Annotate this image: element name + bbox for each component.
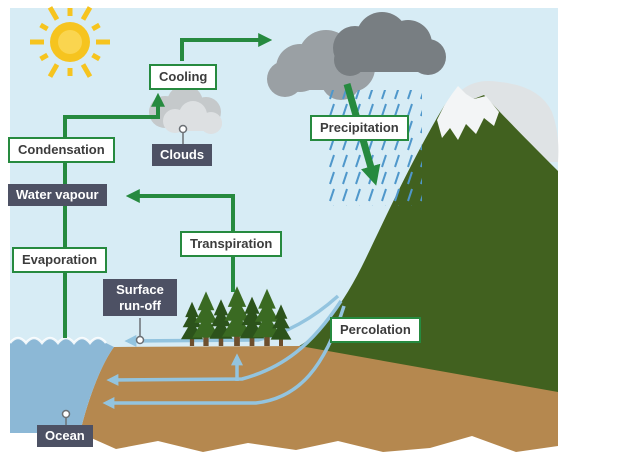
transpiration-arrow xyxy=(125,189,235,292)
groundwater-flow-arrow xyxy=(106,300,343,386)
label-transpiration: Transpiration xyxy=(180,231,283,257)
label-surface-run-off: Surface run-off xyxy=(103,279,177,317)
label-precipitation: Precipitation xyxy=(310,115,409,141)
label-condensation: Condensation xyxy=(8,137,115,163)
label-ocean: Ocean xyxy=(37,425,93,447)
label-clouds: Clouds xyxy=(152,144,213,166)
label-evaporation: Evaporation xyxy=(12,247,108,273)
snow-cap xyxy=(437,86,499,140)
sun-icon xyxy=(30,6,110,78)
mountain xyxy=(296,88,558,392)
cooling-to-cloud-arrow xyxy=(180,33,273,61)
light-clouds-icon xyxy=(149,85,222,134)
evaporation-arrow xyxy=(63,92,165,338)
label-cooling: Cooling xyxy=(149,64,218,90)
label-percolation: Percolation xyxy=(330,317,421,343)
ground xyxy=(80,346,558,452)
rain xyxy=(326,90,422,206)
label-pointers xyxy=(61,124,188,426)
surface-run-off-arrow xyxy=(124,294,340,347)
ocean-water xyxy=(10,338,114,433)
waves xyxy=(9,336,107,345)
label-water-vapour: Water vapour xyxy=(8,184,107,206)
rain-clouds-icon xyxy=(267,12,446,100)
